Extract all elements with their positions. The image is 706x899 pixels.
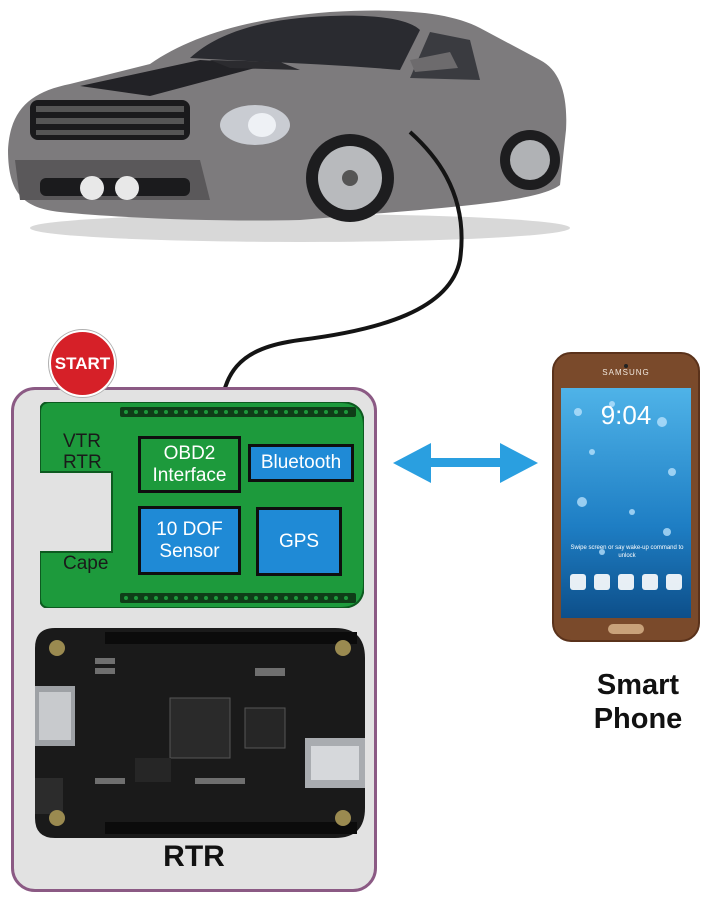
smartphone-illustration	[552, 352, 700, 642]
smart-phone-label-line2: Phone	[593, 703, 683, 735]
dof-sensor-module: 10 DOF Sensor	[138, 506, 241, 575]
gps-module: GPS	[256, 507, 342, 576]
obd2-label-line1: OBD2	[163, 442, 216, 464]
cape-label-vtr: VTR	[63, 431, 101, 452]
rtr-label: RTR	[163, 840, 225, 873]
beaglebone-board	[35, 628, 365, 838]
bluetooth-label: Bluetooth	[260, 452, 342, 473]
obd2-interface-module: OBD2 Interface	[138, 436, 241, 493]
smart-phone-label-line1: Smart	[596, 669, 680, 701]
cape-label-cape: Cape	[63, 553, 109, 574]
dof-label-line1: 10 DOF	[156, 518, 223, 540]
car-illustration	[0, 0, 580, 250]
phone-unlock-hint: Swipe screen or say wake-up command to u…	[570, 545, 684, 559]
phone-brand: SAMSUNG	[602, 368, 650, 377]
smart-phone-label: Smart Phone	[558, 668, 706, 736]
cape-label-rtr: RTR	[63, 452, 102, 473]
dof-label-line2: Sensor	[159, 540, 220, 562]
gps-label: GPS	[278, 530, 320, 552]
bidirectional-arrow-icon	[393, 441, 538, 485]
phone-clock: 9:04	[600, 400, 652, 430]
start-badge[interactable]: START	[49, 330, 116, 397]
bluetooth-module: Bluetooth	[248, 444, 354, 482]
obd2-label-line2: Interface	[152, 464, 227, 486]
